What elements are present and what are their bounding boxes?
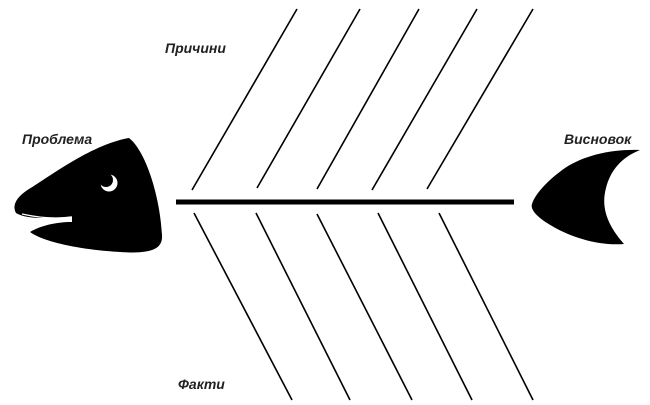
fish-head-icon — [14, 138, 162, 252]
cause-bone — [257, 9, 360, 188]
cause-bone — [427, 9, 533, 189]
cause-bone — [372, 9, 477, 190]
fact-bones — [194, 213, 533, 400]
cause-bone — [317, 9, 419, 189]
fact-bone — [194, 213, 292, 400]
fact-bone — [378, 213, 472, 400]
facts-label: Факти — [178, 376, 225, 392]
conclusion-label: Висновок — [564, 131, 631, 147]
causes-label: Причини — [165, 40, 226, 56]
fact-bone — [256, 213, 350, 400]
cause-bones — [192, 9, 533, 190]
problem-label: Проблема — [22, 131, 92, 147]
fish-tail-icon — [532, 150, 640, 244]
fact-bone — [317, 214, 412, 400]
cause-bone — [192, 9, 297, 190]
fact-bone — [439, 213, 533, 400]
